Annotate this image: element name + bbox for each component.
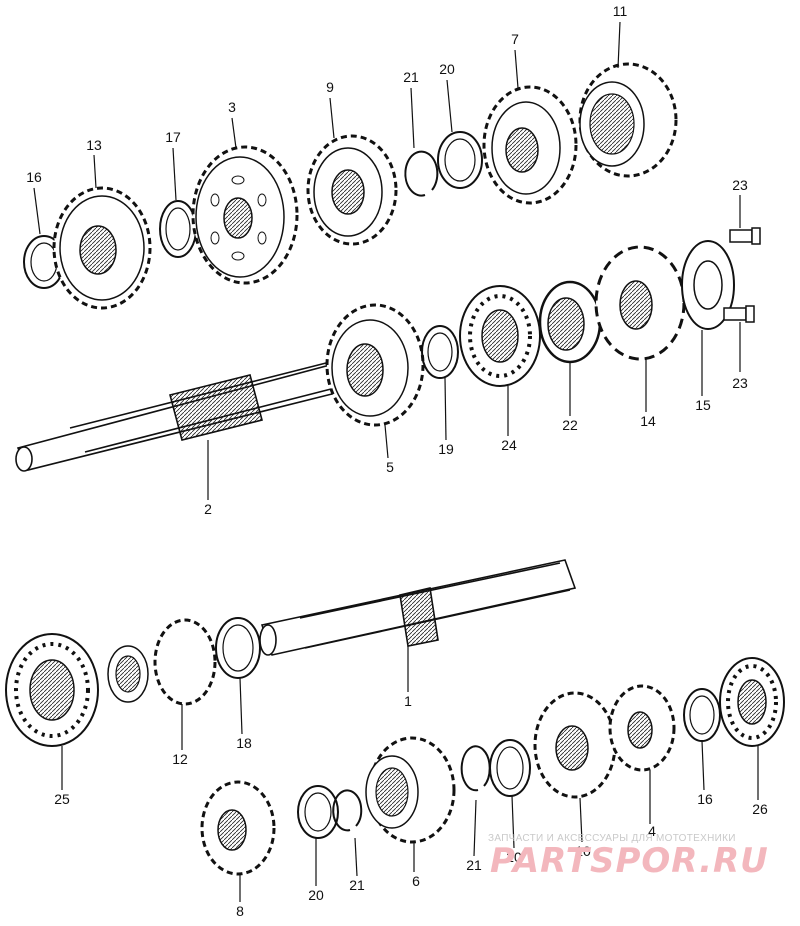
- callout-26: 26: [752, 801, 768, 817]
- circlip-21: [332, 789, 363, 832]
- callout-18: 18: [236, 735, 252, 751]
- callout-17: 17: [165, 129, 181, 145]
- leader-lines: [33, 21, 759, 902]
- callout-5: 5: [386, 459, 394, 475]
- drive-sprocket-14: [594, 245, 686, 361]
- callout-20-lower-left: 20: [308, 887, 324, 903]
- circlip-21: [460, 745, 491, 792]
- callout-24: 24: [501, 437, 517, 453]
- callout-25: 25: [54, 791, 70, 807]
- callout-16-lower: 16: [697, 791, 713, 807]
- gear-5: [325, 303, 425, 427]
- callout-21-lower-right: 21: [466, 857, 482, 873]
- thrust-washer-18: [215, 617, 261, 679]
- bolt-23: [723, 227, 761, 323]
- splined-washer-20: [489, 739, 531, 797]
- gear-11: [578, 62, 678, 178]
- splined-washer-20: [437, 131, 483, 189]
- oil-seal-22: [538, 280, 602, 364]
- callout-1: 1: [404, 693, 412, 709]
- callout-20-lower-right: 20: [506, 849, 522, 865]
- countershaft-part-2: [15, 361, 342, 472]
- callout-11: 11: [613, 3, 628, 19]
- callout-20-upper: 20: [439, 61, 455, 77]
- gear-7: [482, 85, 578, 205]
- callout-10: 10: [575, 843, 591, 859]
- gear-10: [533, 691, 617, 799]
- thrust-washer-19: [421, 325, 459, 379]
- bearing-24: [459, 285, 541, 387]
- mainshaft-part-1: [259, 559, 577, 656]
- callout-19: 19: [438, 441, 454, 457]
- gear-13: [52, 186, 152, 310]
- callout-23-upper: 23: [732, 177, 748, 193]
- callout-9: 9: [326, 79, 334, 95]
- callout-22: 22: [562, 417, 578, 433]
- gear-4: [608, 684, 676, 772]
- gear-6: [365, 736, 456, 844]
- bearing-26: [719, 657, 785, 747]
- callout-2: 2: [204, 501, 212, 517]
- gear-8: [200, 780, 276, 876]
- bearing-25: [5, 633, 99, 747]
- callout-14: 14: [640, 413, 656, 429]
- callout-21-lower-left: 21: [349, 877, 365, 893]
- splined-washer-20: [297, 785, 339, 839]
- callout-6: 6: [412, 873, 420, 889]
- callout-7: 7: [511, 31, 519, 47]
- circlip-21: [404, 150, 439, 197]
- gear-12: [107, 618, 217, 706]
- gear-9: [306, 134, 398, 246]
- watermark-tagline: ЗАПЧАСТИ И АКСЕССУАРЫ ДЛЯ МОТОТЕХНИКИ: [488, 833, 736, 844]
- callout-8: 8: [236, 903, 244, 919]
- callout-12: 12: [172, 751, 188, 767]
- watermark-brand: PARTSPOR.RU: [490, 841, 769, 881]
- callout-3: 3: [228, 99, 236, 115]
- callout-13: 13: [86, 137, 102, 153]
- gear-3: [191, 145, 299, 285]
- fixing-plate-15: [681, 240, 735, 330]
- callout-4: 4: [648, 823, 656, 839]
- callout-15: 15: [695, 397, 711, 413]
- callout-23-lower: 23: [732, 375, 748, 391]
- callout-16-upper: 16: [26, 169, 42, 185]
- callout-21-upper: 21: [403, 69, 419, 85]
